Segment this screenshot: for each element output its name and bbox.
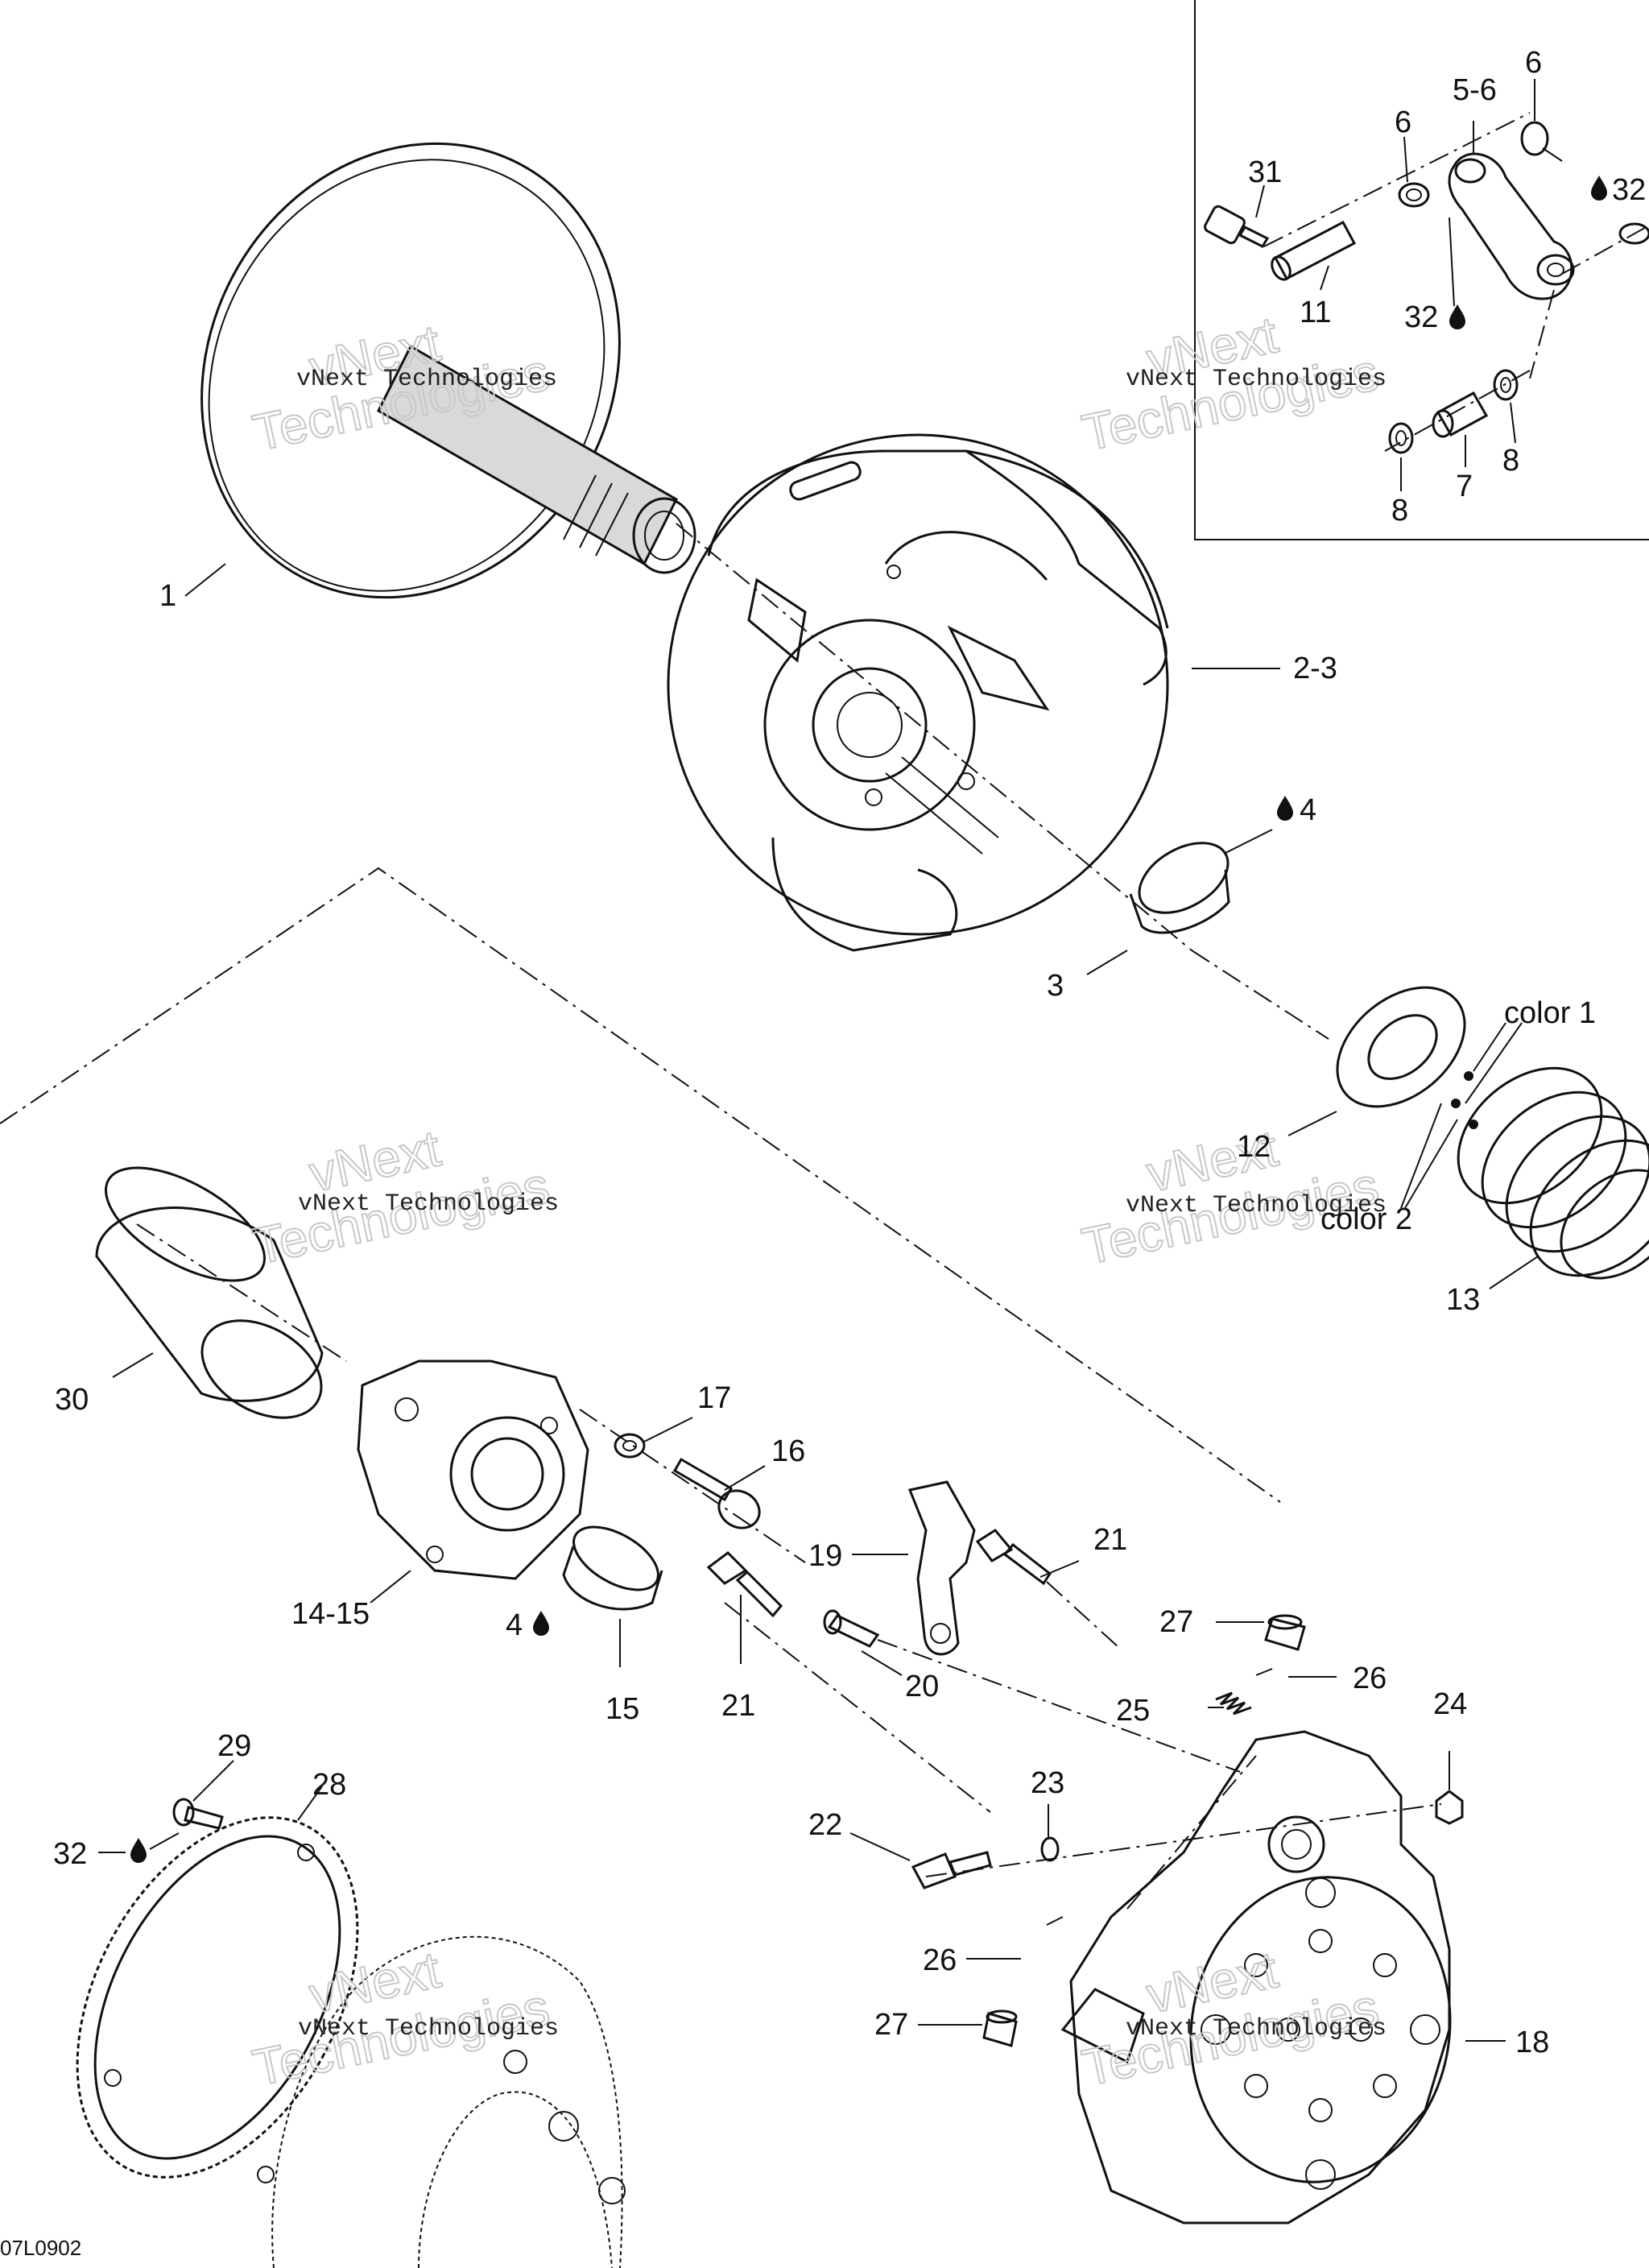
callout-21-left: 21	[721, 1689, 755, 1723]
sleeve-30	[95, 1166, 324, 1419]
arm-5-6	[1448, 152, 1575, 300]
callout-19: 19	[808, 1539, 842, 1573]
callout-28: 28	[312, 1768, 346, 1802]
callout-15: 15	[605, 1692, 639, 1726]
screw-21-right	[975, 1529, 1052, 1586]
callout-4-top: 4	[1300, 793, 1316, 827]
svg-text:vNext Technologies: vNext Technologies	[1126, 1192, 1387, 1219]
washer-23	[1040, 1836, 1060, 1862]
bolt-31	[1204, 205, 1270, 248]
callout-2-3: 2-3	[1293, 652, 1337, 685]
callout-23: 23	[1031, 1766, 1064, 1800]
callout-30: 30	[55, 1383, 89, 1417]
callout-20: 20	[905, 1670, 939, 1703]
bushing-15	[562, 1525, 663, 1611]
diagram-code: 07L0902	[0, 2236, 81, 2260]
callout-17: 17	[697, 1381, 731, 1415]
roller-27-bottom	[982, 2009, 1018, 2047]
oil-drop-icon	[1277, 796, 1293, 821]
callout-1: 1	[159, 579, 176, 613]
watermark-2: vNext Technologies vNext Technologies	[1077, 304, 1387, 462]
callout-26-top: 26	[1353, 1662, 1387, 1695]
ring-gear-28	[76, 1816, 359, 2183]
watermark-3: vNext Technologies vNext Technologies	[247, 1118, 559, 1276]
callout-25: 25	[1116, 1694, 1150, 1728]
callout-5-6: 5-6	[1453, 73, 1497, 107]
nut-24	[1435, 1790, 1464, 1825]
callout-21-right: 21	[1093, 1523, 1127, 1557]
leader-lines	[112, 79, 1563, 2042]
washer-17	[614, 1433, 646, 1459]
clip-26-bottom	[1046, 1916, 1064, 1926]
callout-29: 29	[217, 1729, 251, 1763]
oil-drop-icon	[1591, 176, 1607, 201]
screw-21-left	[706, 1551, 783, 1618]
callout-16: 16	[771, 1434, 805, 1468]
callout-13: 13	[1446, 1283, 1480, 1317]
callout-18: 18	[1515, 2026, 1549, 2059]
watermark-5: vNext Technologies vNext Technologies	[247, 1939, 559, 2097]
callout-color-2: color 2	[1320, 1202, 1412, 1236]
drive-pulley-outline	[271, 1935, 626, 2268]
callout-7: 7	[1456, 470, 1473, 503]
weight-19	[907, 1480, 976, 1656]
callout-32-inset: 32	[1404, 300, 1438, 334]
callout-24: 24	[1433, 1687, 1467, 1721]
watermark-6: vNext Technologies vNext Technologies	[1077, 1939, 1387, 2097]
callout-31: 31	[1248, 155, 1282, 189]
callout-26-bottom: 26	[923, 1943, 957, 1977]
washer-12	[1336, 986, 1466, 1108]
movable-sheave-2-3	[667, 433, 1169, 952]
bushing-3	[1129, 842, 1230, 934]
pin-11	[1271, 220, 1357, 281]
bushing-right	[1618, 222, 1649, 245]
callout-labels: 1 2-3 3 4 color 1 12 color 2 13 30 17 16…	[0, 46, 1646, 2260]
screw-16	[672, 1457, 761, 1529]
washer-8b	[1493, 369, 1519, 401]
callout-12: 12	[1237, 1130, 1271, 1164]
callout-11: 11	[1300, 296, 1331, 329]
callout-27-top: 27	[1159, 1605, 1193, 1639]
callout-22: 22	[808, 1808, 842, 1842]
screw-29	[172, 1798, 224, 1830]
spring-25	[1215, 1691, 1252, 1715]
pin-20	[823, 1609, 880, 1648]
svg-text:vNext Technologies: vNext Technologies	[298, 2015, 559, 2042]
screw-22	[911, 1851, 992, 1889]
clip-26-top	[1255, 1668, 1273, 1676]
callout-color-1: color 1	[1504, 996, 1596, 1030]
callout-14-15: 14-15	[291, 1597, 370, 1631]
callout-32-left: 32	[53, 1837, 87, 1871]
callout-6-right: 6	[1525, 46, 1542, 80]
svg-text:vNext Technologies: vNext Technologies	[298, 1190, 559, 1218]
callout-27-bottom: 27	[874, 2008, 908, 2042]
bushing-6b	[1520, 121, 1549, 156]
oil-drop-icon	[1449, 304, 1465, 329]
bushing-6a	[1398, 182, 1430, 208]
svg-text:vNext Technologies: vNext Technologies	[1126, 2015, 1387, 2042]
callout-8-right: 8	[1502, 444, 1519, 478]
callout-32-right: 32	[1612, 173, 1646, 207]
svg-text:vNext Technologies: vNext Technologies	[296, 366, 557, 393]
oil-drop-icon	[533, 1611, 549, 1636]
svg-text:vNext Technologies: vNext Technologies	[1126, 366, 1387, 393]
callout-3: 3	[1047, 969, 1064, 1003]
callout-8-left: 8	[1391, 494, 1408, 528]
spring-13	[1451, 1066, 1649, 1280]
watermark-4: vNext Technologies vNext Technologies	[1077, 1118, 1387, 1276]
washer-8a	[1388, 422, 1414, 454]
roller-27-top	[1264, 1614, 1306, 1651]
inset-box	[1194, 0, 1649, 540]
fixed-sheave-1	[200, 142, 696, 599]
bushing-7	[1432, 391, 1489, 438]
callout-6-left: 6	[1395, 106, 1411, 139]
oil-drop-icon	[130, 1838, 147, 1863]
governor-cup-18	[1060, 1730, 1452, 2225]
callout-4-bottom: 4	[506, 1608, 523, 1642]
spider-14-15	[357, 1360, 589, 1580]
